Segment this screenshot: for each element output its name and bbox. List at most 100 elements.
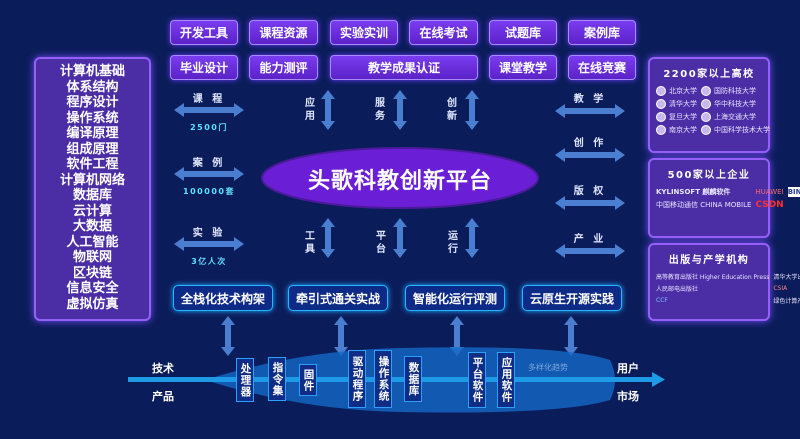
university-emblem-icon [701, 86, 711, 96]
logo-university: 南京大学 [656, 125, 697, 135]
feature-guided-practice: 牵引式通关实战 [288, 285, 388, 311]
logo-university: 华中科技大学 [701, 99, 770, 109]
arrow-teaching [555, 104, 625, 118]
label-lab: 实 验 [192, 228, 226, 239]
button-question-bank[interactable]: 试题库 [489, 20, 557, 45]
logo-green-computing: 绿色计算产业联盟 [773, 298, 800, 305]
university-name: 上海交通大学 [714, 113, 756, 121]
logo-csia: CSIA [773, 285, 788, 292]
stage-os: 操作系统 [374, 350, 392, 408]
university-emblem-icon [701, 125, 711, 135]
arrow-lab [174, 237, 244, 251]
university-name: 复旦大学 [669, 113, 697, 121]
logo-university: 国防科技大学 [701, 86, 770, 96]
button-teaching-certification[interactable]: 教学成果认证 [330, 55, 478, 80]
stage-platform-software: 平台软件 [468, 352, 486, 408]
label-industry: 产 业 [573, 234, 607, 245]
count-lab: 3亿人次 [191, 257, 227, 266]
button-course-resources[interactable]: 课程资源 [249, 20, 318, 45]
universities-title: 2200家以上高校 [663, 69, 755, 80]
subject-item: 软件工程 [66, 157, 119, 172]
subject-item: 程序设计 [66, 95, 119, 110]
flow-product: 产品 [152, 390, 174, 403]
subject-item: 信息安全 [66, 281, 119, 296]
button-ability-assessment[interactable]: 能力测评 [249, 55, 318, 80]
university-name: 中国科学技术大学 [714, 126, 770, 134]
subject-item: 区块链 [72, 265, 112, 281]
label-copyright: 版 权 [573, 186, 607, 197]
arrow-feat-4 [564, 316, 578, 356]
button-graduation-design[interactable]: 毕业设计 [170, 55, 238, 80]
arrow-course [174, 103, 244, 117]
subject-item: 大数据 [72, 219, 112, 234]
flow-tech: 技术 [152, 362, 174, 375]
university-name: 国防科技大学 [714, 87, 756, 95]
university-emblem-icon [701, 112, 711, 122]
flow-arrowhead [652, 372, 665, 387]
label-tool: 工具 [305, 231, 315, 255]
subject-item: 虚拟仿真 [66, 296, 119, 312]
subject-item: 组成原理 [66, 141, 119, 157]
stage-isa: 指令集 [268, 357, 286, 401]
logo-g: G [788, 200, 800, 210]
subject-item: 计算机基础 [59, 64, 125, 79]
arrow-copyright [555, 196, 625, 210]
arrow-creation [555, 148, 625, 162]
button-online-competition[interactable]: 在线竞赛 [568, 55, 636, 80]
logo-university: 上海交通大学 [701, 112, 770, 122]
logo-kylinsoft: KYLINSOFT 麒麟软件 [656, 188, 731, 196]
button-dev-tools[interactable]: 开发工具 [170, 20, 238, 45]
subject-item: 物联网 [72, 250, 112, 265]
flow-user: 用户 [617, 362, 639, 375]
arrow-tool [321, 218, 335, 258]
label-case: 案 例 [192, 158, 226, 169]
university-emblem-icon [656, 125, 666, 135]
center-ellipse [261, 147, 539, 209]
label-teaching: 教 学 [573, 94, 607, 105]
publishers-panel: 出版与产学机构 高等教育出版社 Higher Education Press 清… [648, 243, 800, 321]
label-service: 服务 [375, 98, 385, 122]
logo-ccf: CCF [656, 297, 668, 304]
label-apply: 应用 [305, 98, 315, 122]
subjects-panel: 计算机基础 体系结构 程序设计 操作系统 编译原理 组成原理 软件工程 计算机网… [34, 57, 151, 321]
arrow-platform [393, 218, 407, 258]
university-name: 清华大学 [669, 100, 697, 108]
flow-market: 市场 [617, 390, 639, 403]
feature-full-stack: 全栈化技术构架 [173, 285, 273, 311]
button-case-library[interactable]: 案例库 [568, 20, 636, 45]
arrow-industry [555, 244, 625, 258]
logo-university: 清华大学 [656, 99, 697, 109]
label-platform: 平台 [376, 231, 386, 255]
button-classroom-teaching[interactable]: 课堂教学 [489, 55, 557, 80]
logo-csdn: CSDN [755, 200, 784, 210]
logo-china-mobile: 中国移动通信 CHINA MOBILE [656, 201, 752, 209]
stage-application-software: 应用软件 [497, 352, 515, 408]
logo-huawei: HUAWEI [755, 188, 784, 196]
publishers-title: 出版与产学机构 [668, 255, 750, 266]
arrow-apply [321, 90, 335, 130]
label-innovate: 创新 [447, 98, 457, 122]
stage-driver: 驱动程序 [348, 350, 366, 408]
logo-bingo: BINGO 品高 [787, 187, 800, 197]
label-creation: 创 作 [573, 138, 607, 149]
stage-firmware: 固件 [299, 364, 317, 396]
trend-label: 多样化趋势 [528, 363, 568, 372]
count-course: 2500门 [190, 123, 228, 132]
arrow-case [174, 167, 244, 181]
logo-tsinghua-press: 清华大学出版社 [773, 274, 800, 281]
arrow-feat-1 [221, 316, 235, 356]
feature-smart-evaluation: 智能化运行评测 [405, 285, 505, 311]
logo-ptpress: 人民邮电出版社 [656, 286, 699, 293]
university-emblem-icon [701, 99, 711, 109]
university-emblem-icon [656, 86, 666, 96]
universities-panel: 2200家以上高校 北京大学 国防科技大学 清华大学 华中科技大学 复旦大学 上… [648, 57, 770, 153]
logo-hep: 高等教育出版社 Higher Education Press [656, 274, 770, 281]
center-title: 头歌科教创新平台 [307, 169, 492, 194]
button-lab-training[interactable]: 实验实训 [330, 20, 398, 45]
university-name: 华中科技大学 [714, 100, 756, 108]
button-online-exam[interactable]: 在线考试 [409, 20, 478, 45]
university-emblem-icon [656, 99, 666, 109]
university-name: 南京大学 [669, 126, 697, 134]
arrow-run [465, 218, 479, 258]
enterprises-panel: 500家以上企业 KYLINSOFT 麒麟软件 HUAWEI BINGO 品高 … [648, 158, 800, 238]
